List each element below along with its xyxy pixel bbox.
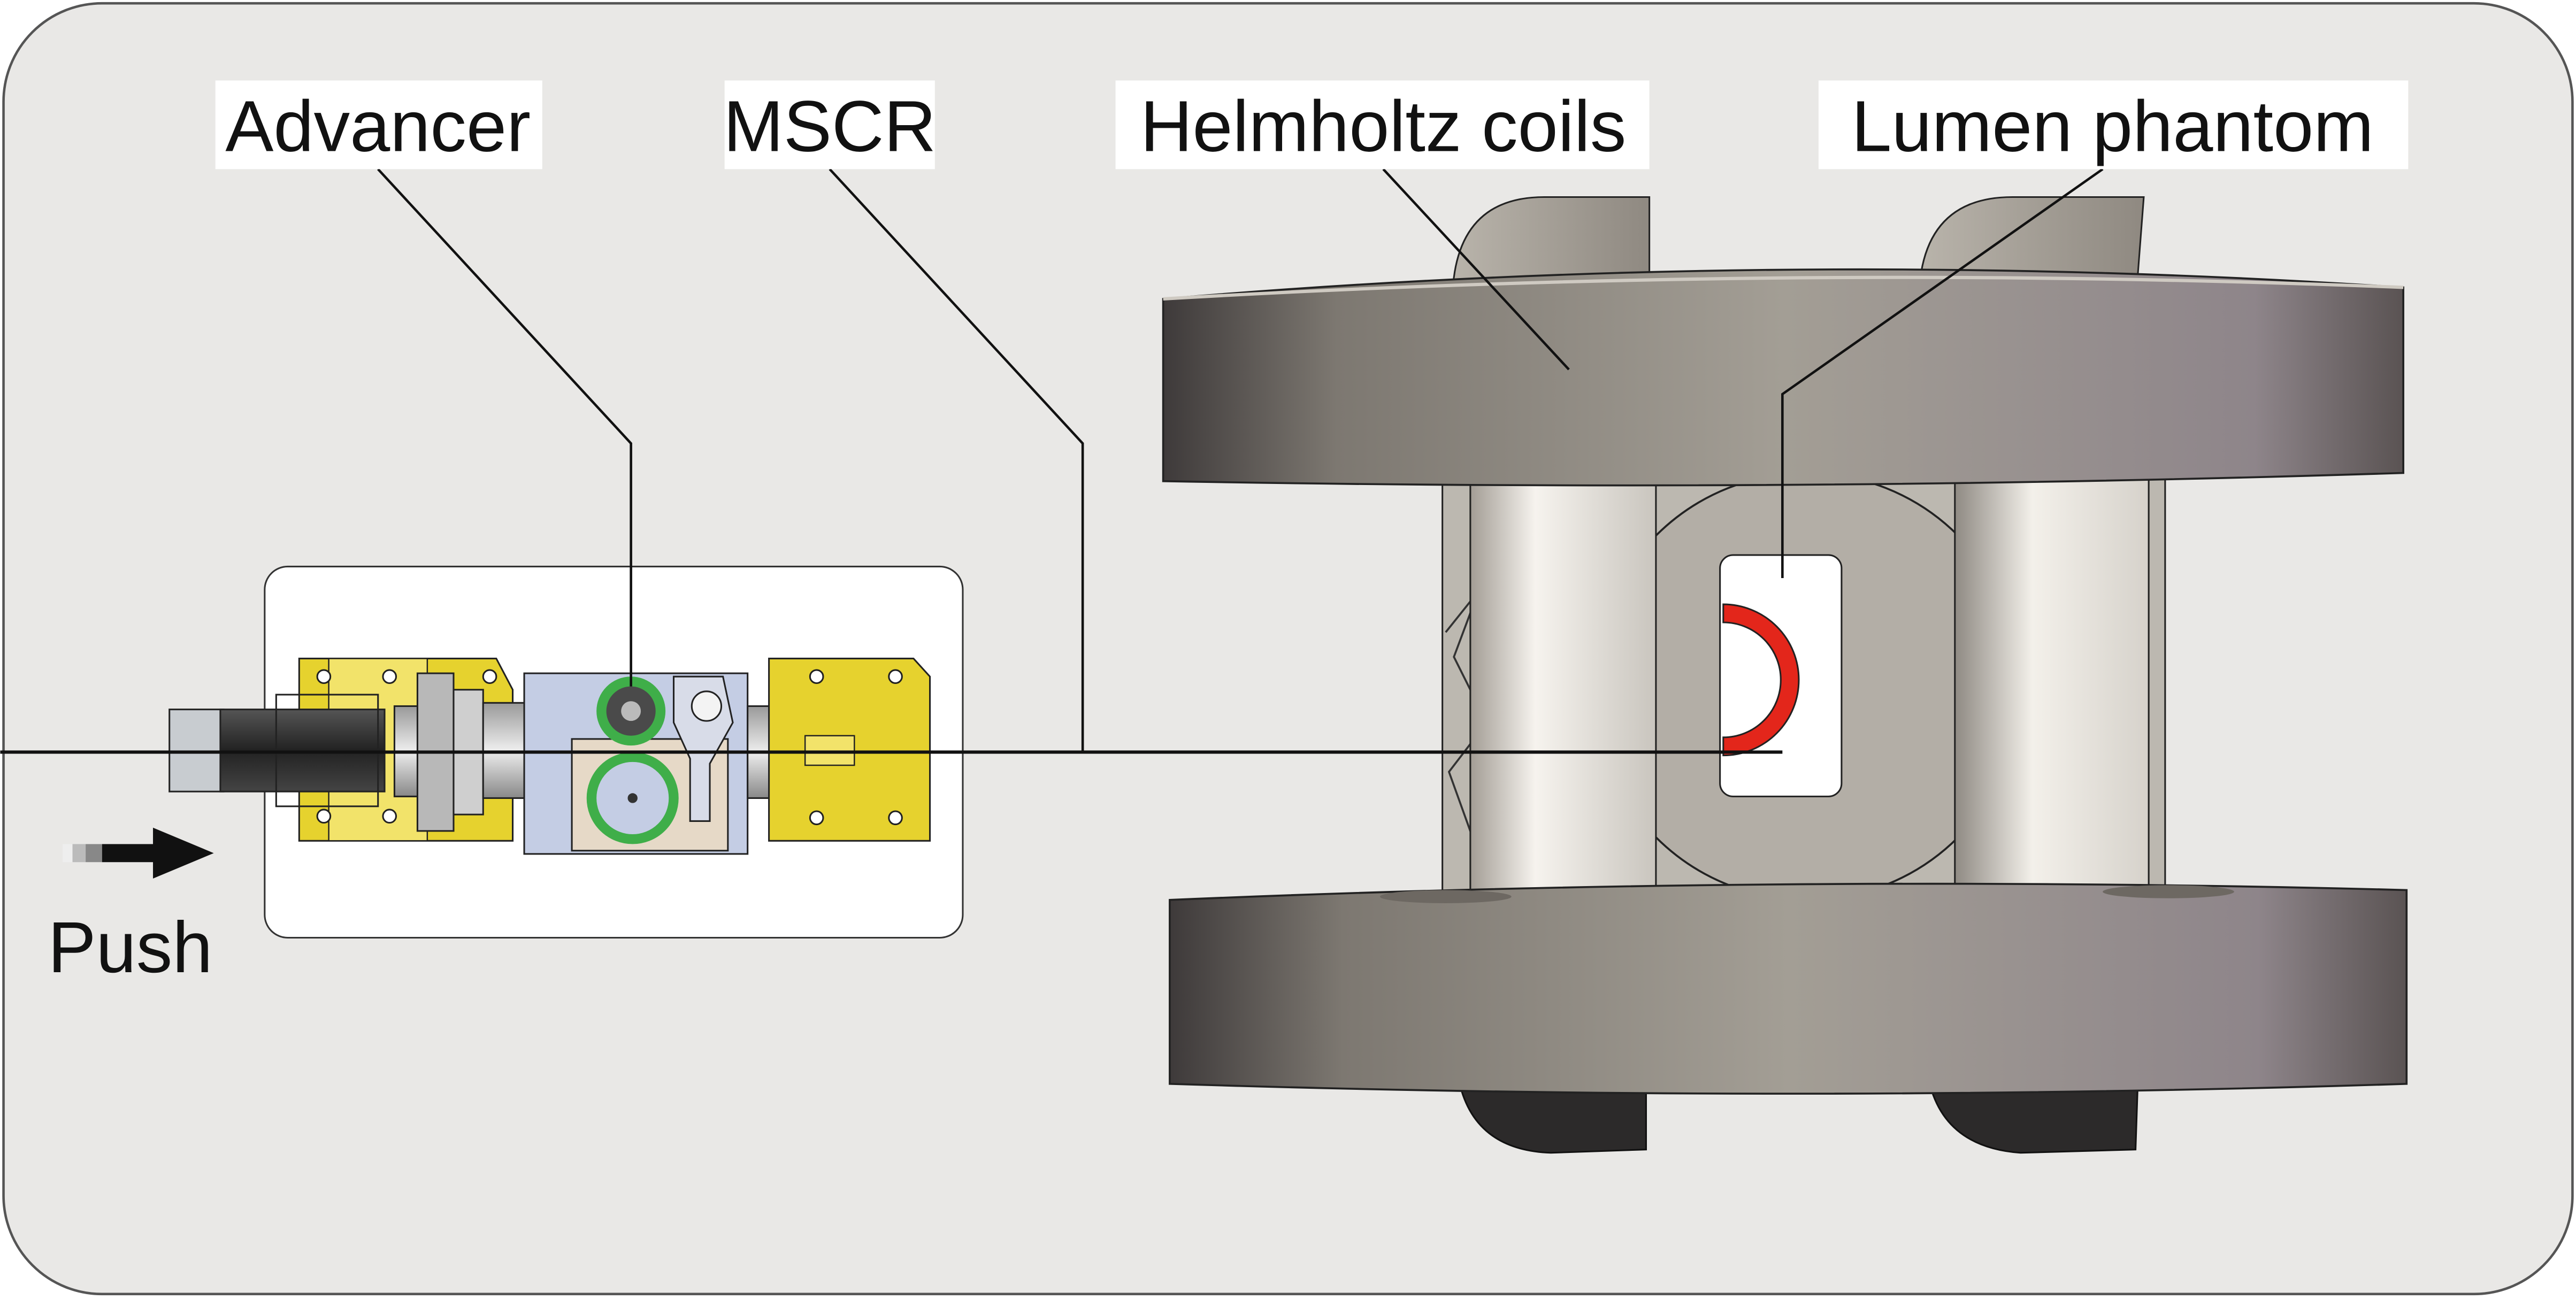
leader-lines [377,168,2104,752]
push-arrow-icon [63,827,214,879]
phantom-label: Lumen phantom [1851,86,2373,167]
top-coil [1162,268,2404,487]
advancer-label: Advancer [225,86,531,167]
label-advancer: Advancer [215,80,542,170]
bottom-coil [1169,882,2408,1095]
label-phantom: Lumen phantom [1818,80,2409,170]
lumen-phantom [1719,554,1843,797]
push-label: Push [48,907,212,988]
helmholtz-label: Helmholtz coils [1140,86,1627,167]
helmholtz-coils [1162,196,2408,1154]
label-mscr: MSCR [723,80,936,170]
mscr-label: MSCR [723,86,936,167]
label-helmholtz: Helmholtz coils [1115,80,1650,170]
